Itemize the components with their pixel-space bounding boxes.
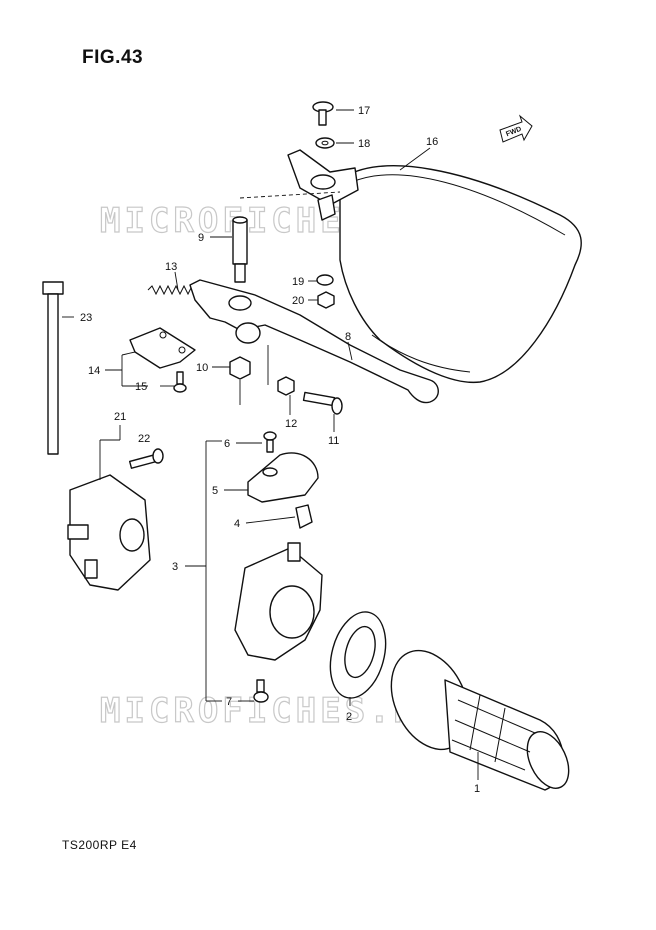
nut-20 bbox=[317, 291, 335, 309]
callout-15: 15 bbox=[135, 381, 147, 393]
callout-10: 10 bbox=[196, 362, 208, 374]
nut-12 bbox=[277, 376, 295, 396]
screw-7 bbox=[253, 679, 269, 703]
screw-15 bbox=[173, 371, 187, 393]
leader-lines bbox=[62, 109, 479, 780]
callout-17: 17 bbox=[358, 105, 370, 117]
clip-4 bbox=[295, 504, 313, 529]
callout-16: 16 bbox=[426, 136, 438, 148]
callout-3: 3 bbox=[172, 561, 178, 573]
callout-13: 13 bbox=[165, 261, 177, 273]
switch-housing-21 bbox=[67, 474, 151, 591]
ring-2 bbox=[329, 611, 387, 699]
cable-tie-23 bbox=[42, 281, 64, 455]
hand-guard bbox=[287, 149, 582, 384]
callout-2: 2 bbox=[346, 711, 352, 723]
model-code: TS200RP E4 bbox=[62, 838, 137, 852]
callout-14: 14 bbox=[88, 365, 100, 377]
fwd-arrow-icon: FWD bbox=[499, 114, 533, 143]
bolt-9 bbox=[232, 216, 248, 283]
lever-holder-3 bbox=[234, 542, 323, 661]
screw-6 bbox=[263, 431, 277, 453]
nut-10 bbox=[229, 356, 251, 380]
grip-1 bbox=[390, 649, 570, 791]
clutch-lever bbox=[189, 279, 439, 404]
callout-18: 18 bbox=[358, 138, 370, 150]
callout-9: 9 bbox=[198, 232, 204, 244]
figure-title: FIG.43 bbox=[82, 47, 144, 68]
callout-19: 19 bbox=[292, 276, 304, 288]
clamp-5 bbox=[247, 452, 319, 503]
callout-8: 8 bbox=[345, 331, 351, 343]
callout-5: 5 bbox=[212, 485, 218, 497]
callout-20: 20 bbox=[292, 295, 304, 307]
callout-23: 23 bbox=[80, 312, 92, 324]
switch-14 bbox=[129, 327, 196, 369]
callout-22: 22 bbox=[138, 433, 150, 445]
callout-11: 11 bbox=[328, 435, 339, 447]
callout-7: 7 bbox=[226, 696, 232, 708]
callout-21: 21 bbox=[114, 411, 126, 423]
washer-18 bbox=[315, 137, 335, 149]
washer-19 bbox=[316, 274, 334, 286]
spring-13 bbox=[147, 284, 193, 296]
bolt-11 bbox=[302, 391, 343, 415]
screw-22 bbox=[128, 448, 164, 469]
callout-6: 6 bbox=[224, 438, 230, 450]
callout-12: 12 bbox=[285, 418, 297, 430]
screw-17 bbox=[312, 101, 334, 126]
callout-1: 1 bbox=[474, 783, 480, 795]
callout-4: 4 bbox=[234, 518, 240, 530]
